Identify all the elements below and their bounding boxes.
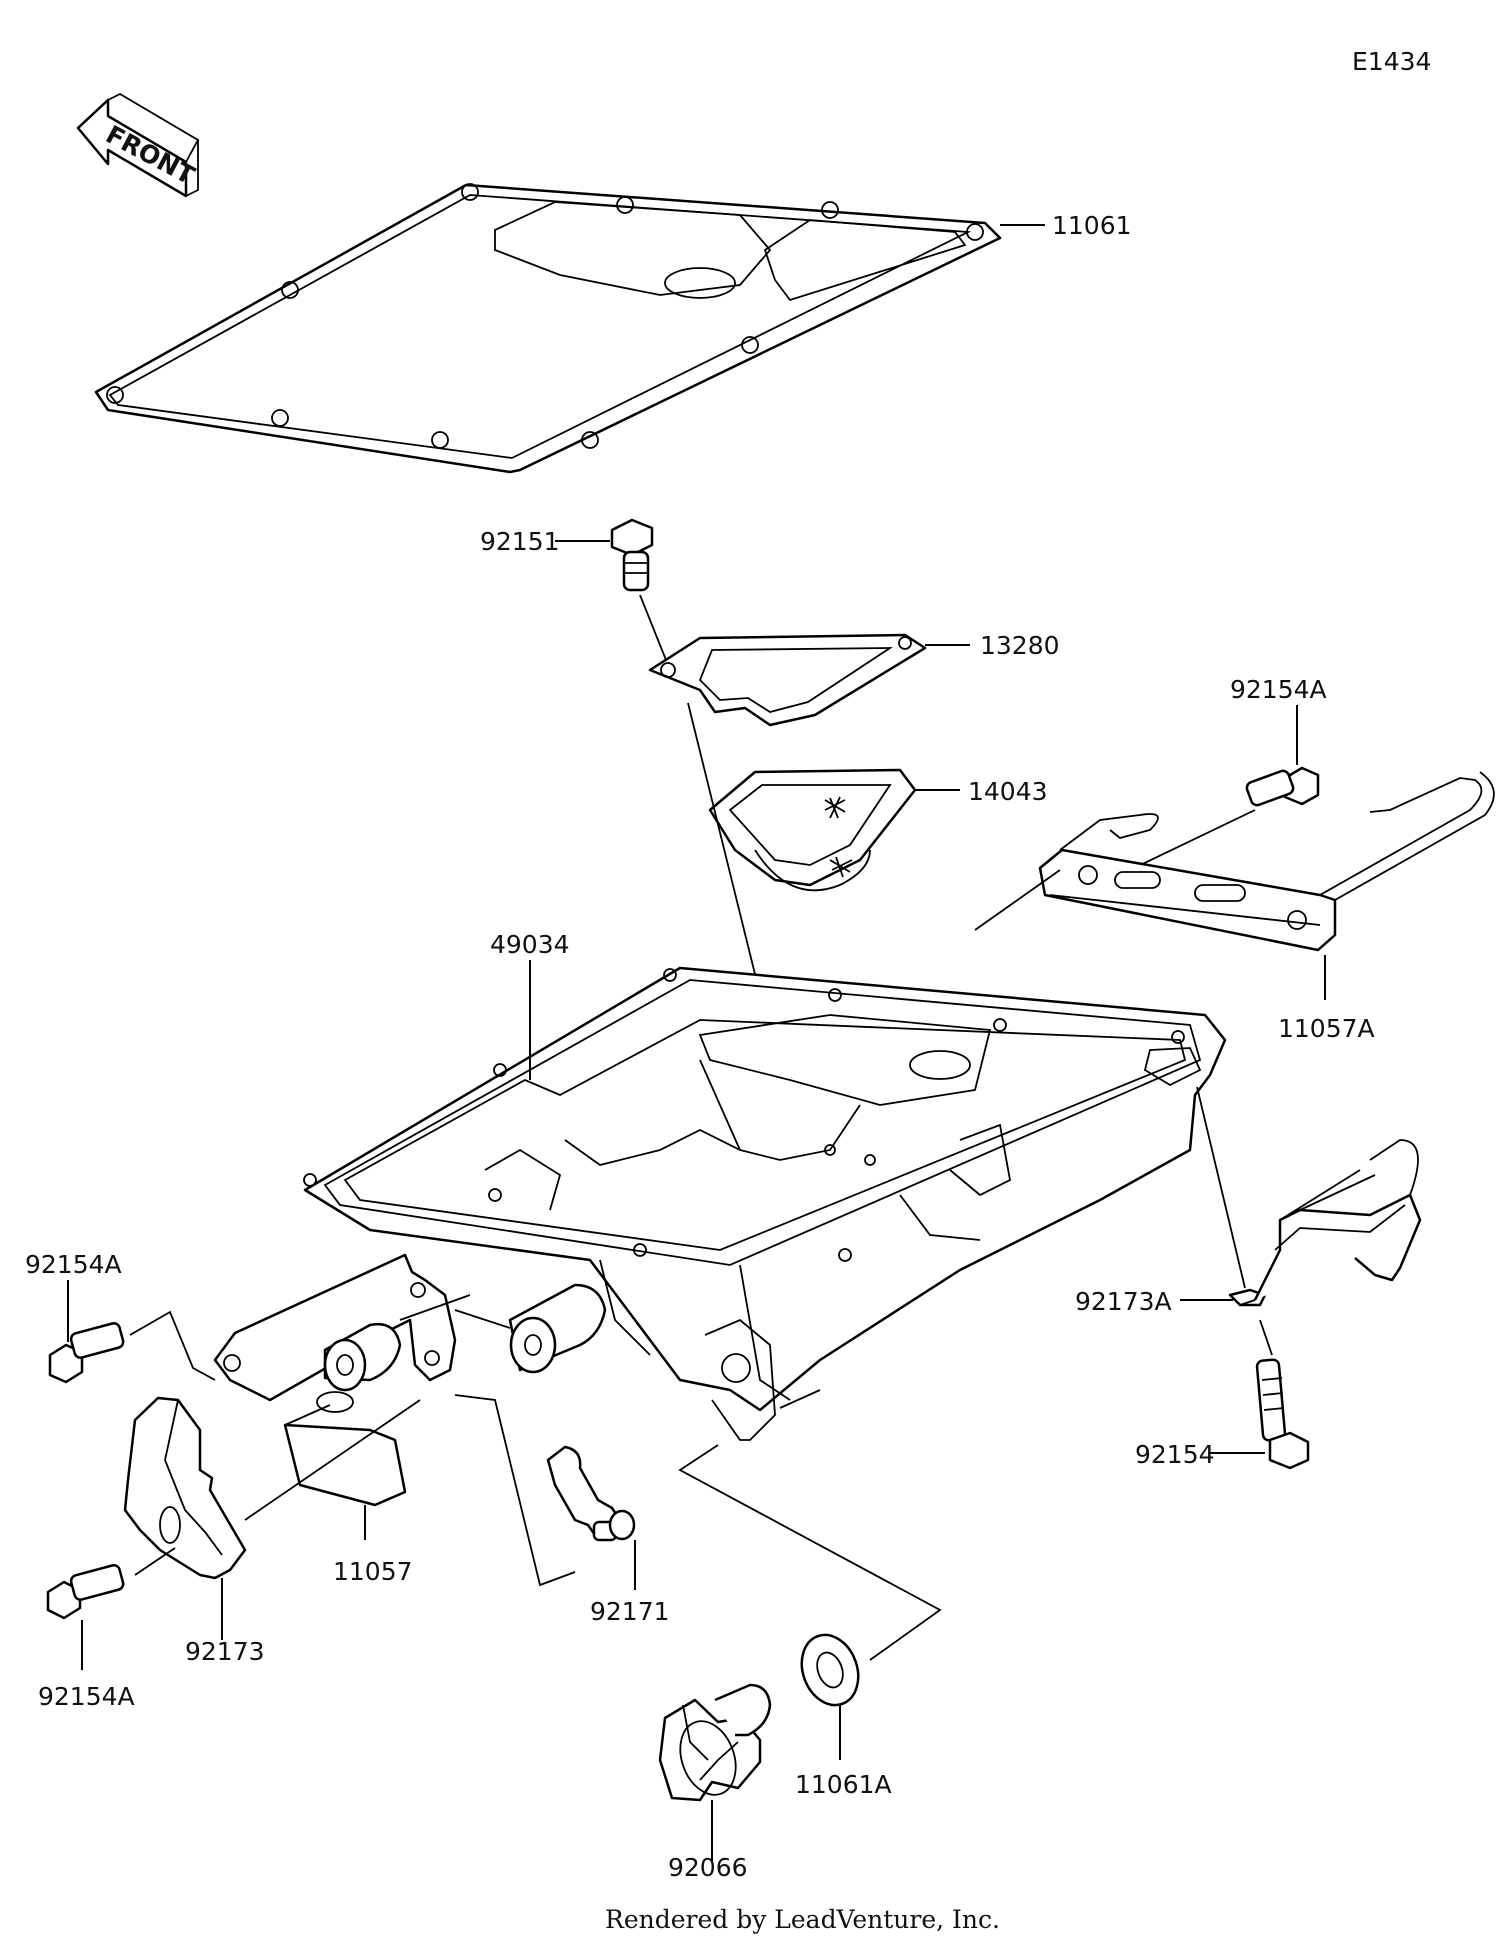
label-13280: 13280 bbox=[980, 631, 1060, 660]
clamp-92173 bbox=[123, 1396, 247, 1580]
front-arrow-icon: FRONT bbox=[76, 92, 200, 198]
label-92171: 92171 bbox=[590, 1597, 670, 1626]
drain-plug-92066-icon bbox=[658, 1683, 772, 1802]
diagram-code: E1434 bbox=[1352, 47, 1431, 76]
footer-credit: Rendered by LeadVenture, Inc. bbox=[605, 1905, 1000, 1934]
label-92154A-left: 92154A bbox=[25, 1250, 122, 1279]
label-92154A-bottom: 92154A bbox=[38, 1682, 135, 1711]
bracket-11057 bbox=[213, 1253, 607, 1507]
bolt-92154-icon bbox=[1255, 1358, 1310, 1470]
bolt-92154A-top-icon bbox=[1245, 766, 1320, 807]
clamp-92173A bbox=[1228, 1139, 1422, 1307]
oil-strainer-14043 bbox=[708, 768, 917, 892]
label-14043: 14043 bbox=[968, 777, 1048, 806]
washer-11061A-icon bbox=[800, 1633, 860, 1707]
oil-pan-49034 bbox=[303, 966, 1227, 1441]
label-11057A: 11057A bbox=[1278, 1014, 1375, 1043]
label-92173A: 92173A bbox=[1075, 1287, 1172, 1316]
label-11057: 11057 bbox=[333, 1557, 413, 1586]
strainer-gasket-13280 bbox=[648, 633, 927, 727]
label-92154: 92154 bbox=[1135, 1440, 1215, 1469]
bracket-11057A bbox=[1038, 771, 1495, 952]
bolt-92171-icon bbox=[546, 1445, 636, 1542]
label-92066: 92066 bbox=[668, 1853, 748, 1882]
label-11061A: 11061A bbox=[795, 1770, 892, 1799]
label-92173: 92173 bbox=[185, 1637, 265, 1666]
label-92154A-top: 92154A bbox=[1230, 675, 1327, 704]
oil-pan-gasket-11061 bbox=[94, 183, 1002, 474]
bolt-92154A-left-icon bbox=[48, 1322, 125, 1384]
label-11061: 11061 bbox=[1052, 211, 1132, 240]
label-49034: 49034 bbox=[490, 930, 570, 959]
bolt-92154A-bottom-icon bbox=[46, 1564, 125, 1620]
bolt-92151-icon bbox=[610, 518, 654, 592]
label-92151: 92151 bbox=[480, 527, 560, 556]
